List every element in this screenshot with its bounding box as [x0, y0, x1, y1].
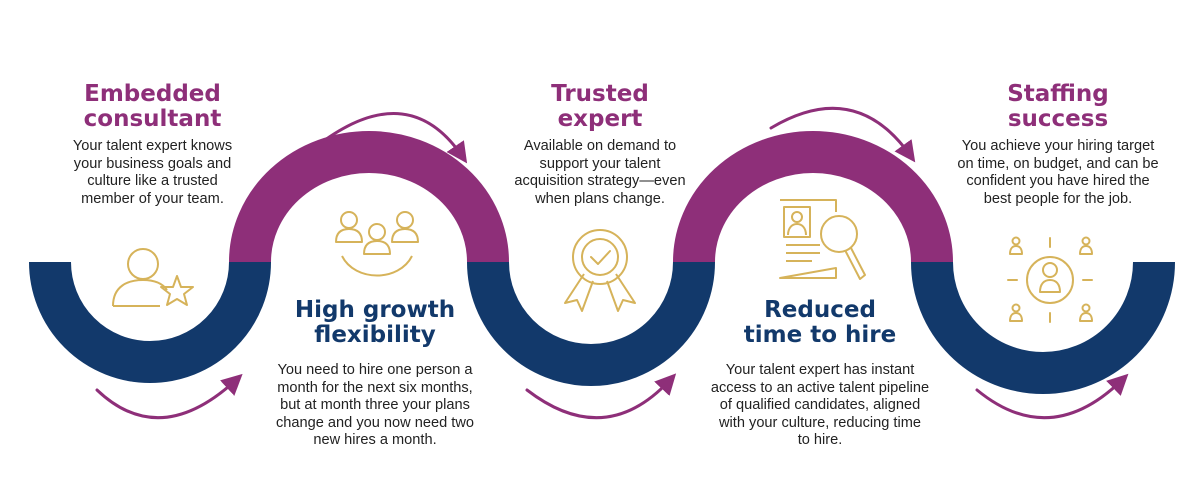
wave-segment-1	[29, 261, 271, 383]
wave-segment-3	[467, 261, 715, 386]
curved-arrow-2	[323, 112, 468, 164]
step-high-growth-flexibility: High growth flexibility You need to hire…	[260, 298, 490, 450]
step-description: You need to hire one person a month for …	[276, 362, 474, 448]
step-trusted-expert: Trusted expert Available on demand to su…	[490, 82, 710, 208]
step-description: You achieve your hiring target on time, …	[957, 138, 1159, 207]
step-staffing-success: Staffing success You achieve your hiring…	[938, 82, 1178, 208]
step-title: High growth flexibility	[294, 297, 456, 348]
wave-segment-5	[911, 261, 1175, 394]
step-description: Your talent expert knows your business g…	[72, 138, 233, 207]
step-embedded-consultant: Embedded consultant Your talent expert k…	[50, 82, 255, 208]
step-title: Embedded consultant	[83, 81, 222, 132]
award-ribbon-icon	[564, 229, 636, 312]
wave-segment-2	[229, 131, 509, 263]
curved-arrow-3	[525, 373, 677, 420]
step-reduced-time-to-hire: Reduced time to hire Your talent expert …	[690, 298, 950, 450]
resume-search-icon	[779, 199, 866, 280]
curved-arrow-1	[95, 373, 243, 420]
wave-segment-4	[673, 131, 953, 263]
target-person-icon	[1007, 236, 1093, 323]
step-description: Your talent expert has instant access to…	[710, 362, 930, 448]
step-title: Staffing success	[1007, 81, 1109, 132]
step-title: Trusted expert	[551, 81, 649, 132]
step-description: Available on demand to support your tale…	[514, 138, 686, 207]
team-group-icon	[335, 211, 419, 277]
step-title: Reduced time to hire	[743, 297, 897, 348]
user-star-icon	[112, 248, 194, 307]
curved-arrow-5	[975, 373, 1129, 420]
curved-arrow-4	[769, 106, 916, 163]
